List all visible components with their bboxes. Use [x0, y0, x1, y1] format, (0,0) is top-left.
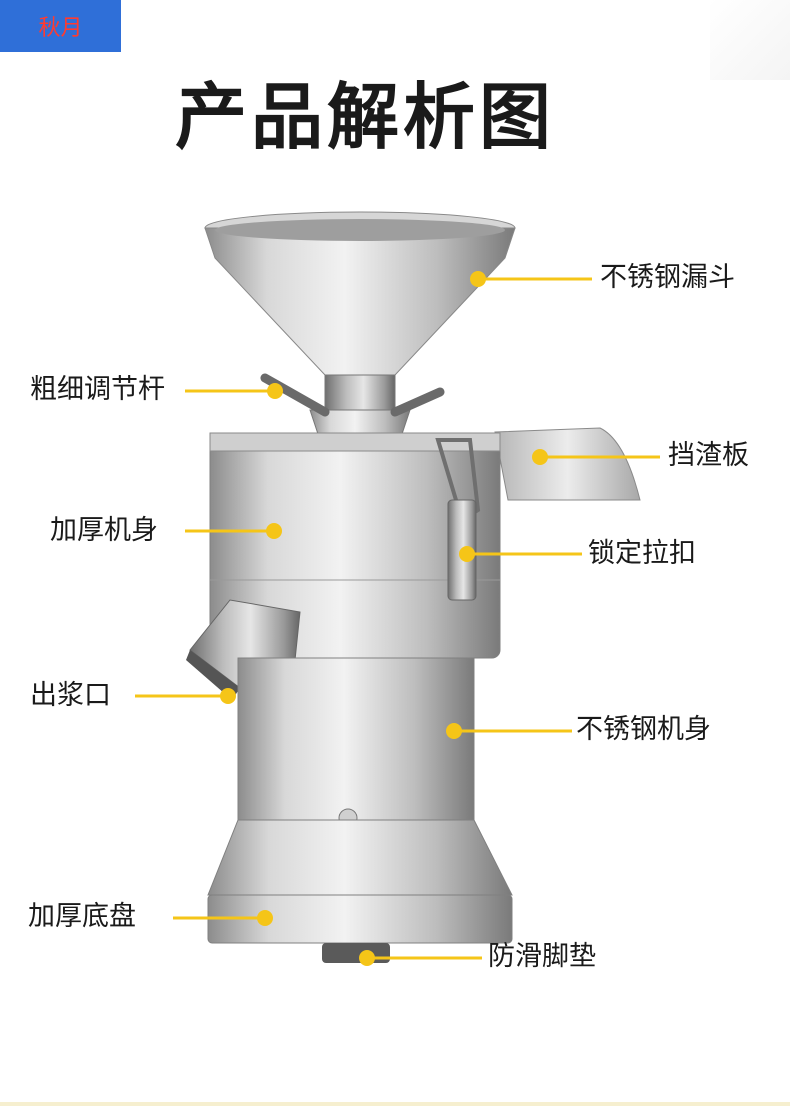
adjust-rod-part	[260, 373, 445, 441]
callout-dot-body	[266, 523, 282, 539]
label-lock-clasp: 锁定拉扣	[588, 538, 696, 569]
label-base: 加厚底盘	[28, 901, 136, 932]
callout-dot-splash-guard	[532, 449, 548, 465]
label-body: 加厚机身	[50, 515, 158, 546]
label-splash-guard: 挡渣板	[668, 440, 749, 471]
label-adjust-rod: 粗细调节杆	[30, 374, 165, 405]
upper-body-part	[209, 432, 501, 659]
label-feet: 防滑脚垫	[488, 941, 596, 972]
funnel-part	[204, 211, 516, 376]
splash-guard-part	[494, 427, 641, 501]
callout-dot-outlet	[220, 688, 236, 704]
store-badge: 秋月	[0, 0, 121, 52]
label-outlet: 出浆口	[30, 680, 111, 711]
store-badge-text: 秋月	[38, 16, 83, 41]
callout-dot-steel-body	[446, 723, 462, 739]
callout-dot-lock-clasp	[459, 546, 475, 562]
base-part	[207, 819, 513, 944]
callout-dot-base	[257, 910, 273, 926]
callouts	[135, 271, 660, 966]
corner-shade	[710, 0, 790, 80]
label-funnel: 不锈钢漏斗	[600, 262, 735, 293]
callout-dot-funnel	[470, 271, 486, 287]
lower-body-part	[237, 657, 475, 828]
label-steel-body: 不锈钢机身	[576, 714, 711, 745]
page-title: 产品解析图	[174, 75, 555, 159]
feet-part	[322, 943, 390, 963]
callout-dot-feet	[359, 950, 375, 966]
callout-dot-adjust-rod	[267, 383, 283, 399]
bottom-border	[0, 1102, 790, 1106]
